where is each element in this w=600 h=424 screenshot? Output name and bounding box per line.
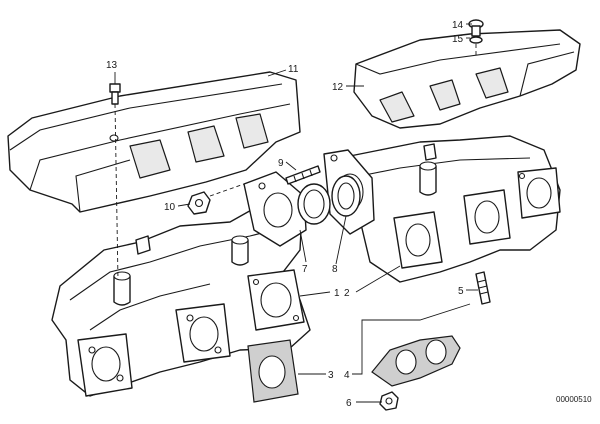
manifold-left (51, 171, 311, 397)
callout-8: 8 (332, 264, 338, 275)
nut-6 (379, 391, 399, 411)
washer-15 (469, 36, 483, 44)
callout-10: 10 (164, 202, 176, 213)
gasket-3 (247, 339, 299, 403)
callout-5: 5 (458, 286, 464, 297)
callout-2: 2 (344, 288, 350, 299)
callout-12: 12 (332, 82, 344, 93)
callout-11: 11 (288, 64, 299, 75)
leader-lines (114, 23, 478, 403)
assembly-lines (114, 44, 477, 281)
flange-gasket-7 (297, 183, 331, 225)
callout-14: 14 (452, 20, 464, 31)
callout-7: 7 (302, 264, 308, 275)
heat-shield-right (353, 29, 581, 129)
callout-4: 4 (344, 370, 350, 381)
nut-10 (187, 191, 211, 215)
callout-9: 9 (278, 158, 284, 169)
callout-3: 3 (328, 370, 334, 381)
manifold-right (323, 135, 561, 283)
document-number: 00000510 (556, 395, 592, 404)
callout-13: 13 (106, 60, 118, 71)
bolt-13 (109, 83, 121, 105)
callout-15: 15 (452, 34, 464, 45)
flange-gasket-8 (331, 175, 361, 217)
stud-5 (475, 271, 491, 305)
gasket-4 (371, 335, 461, 387)
heat-shield-left (7, 71, 301, 213)
stud-9 (285, 165, 321, 185)
callout-1: 1 (334, 288, 340, 299)
callout-6: 6 (346, 398, 352, 409)
gasket-1 (247, 269, 305, 331)
